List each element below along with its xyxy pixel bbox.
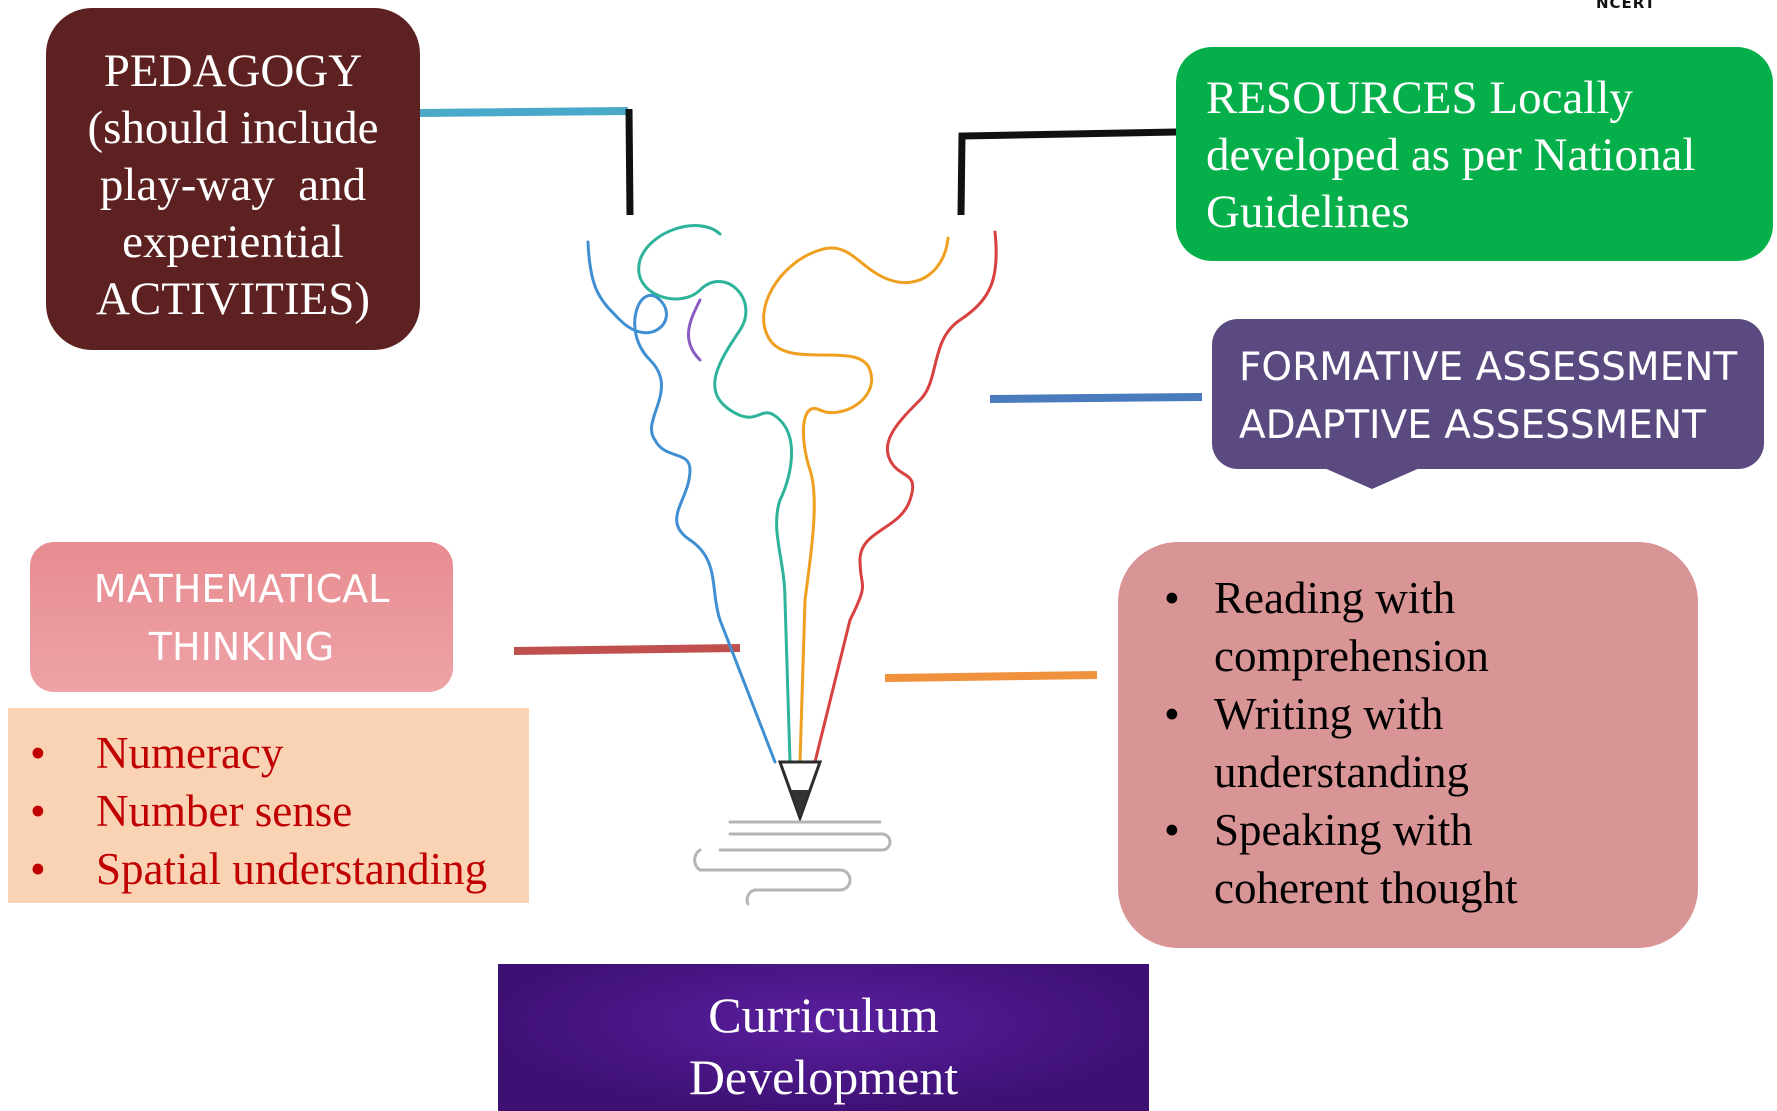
math-connector xyxy=(513,644,741,655)
list-item: • Speaking with coherent thought xyxy=(1158,801,1698,917)
list-item-line-1: Writing with xyxy=(1214,689,1444,739)
bullet-icon: • xyxy=(1164,573,1180,623)
blue-scribble xyxy=(586,240,777,764)
bullet-icon: • xyxy=(1164,689,1180,739)
list-item-text: Number sense xyxy=(96,786,353,836)
teal-scribble xyxy=(637,224,794,764)
list-item-line-2: understanding xyxy=(1214,747,1469,797)
list-item: • Spatial understanding xyxy=(30,840,529,898)
pedagogy-line-4: experiential xyxy=(122,216,344,268)
list-item-line-2: comprehension xyxy=(1214,631,1489,681)
list-item: • Writing with understanding xyxy=(1158,685,1698,801)
resources-line-1: RESOURCES Locally xyxy=(1206,72,1633,124)
list-item: • Numeracy xyxy=(30,724,529,782)
list-item-line-2: coherent thought xyxy=(1214,863,1518,913)
numeracy-list-box: • Numeracy • Number sense • Spatial unde… xyxy=(8,708,529,903)
literacy-connector xyxy=(884,671,1098,682)
resources-line-2: developed as per National xyxy=(1206,129,1696,181)
resources-box: RESOURCES Locally developed as per Natio… xyxy=(1176,47,1773,261)
pedagogy-connector xyxy=(419,107,629,117)
curriculum-development-box: Curriculum Development xyxy=(498,964,1149,1111)
scribble-lines xyxy=(586,224,998,764)
mathematical-thinking-box: MATHEMATICAL THINKING xyxy=(30,542,453,692)
bullet-icon: • xyxy=(30,728,46,778)
list-item: • Number sense xyxy=(30,782,529,840)
connector-lines xyxy=(419,107,1203,682)
orange-scribble xyxy=(762,236,950,764)
list-item-text: Spatial understanding xyxy=(96,844,488,894)
assessment-callout-pointer xyxy=(1322,467,1422,489)
resources-line-3: Guidelines xyxy=(1206,186,1410,238)
ncert-logo: NCERT xyxy=(1596,0,1686,14)
curriculum-line-2: Development xyxy=(688,1049,959,1105)
math-line-1: MATHEMATICAL xyxy=(93,567,390,611)
pedagogy-line-3: play-way and xyxy=(99,159,367,211)
curriculum-line-1: Curriculum xyxy=(708,987,939,1043)
resources-connector xyxy=(957,128,1177,216)
pencil-icon xyxy=(777,760,823,823)
list-item-text: Numeracy xyxy=(96,728,284,778)
pedagogy-connector-drop xyxy=(625,108,634,216)
writing-lines-icon xyxy=(693,820,892,906)
ncert-logo-text: NCERT xyxy=(1596,0,1656,12)
assessment-line-1: FORMATIVE ASSESSMENT xyxy=(1239,345,1738,390)
assessment-box: FORMATIVE ASSESSMENT ADAPTIVE ASSESSMENT xyxy=(1212,319,1764,469)
numeracy-list: • Numeracy • Number sense • Spatial unde… xyxy=(30,724,529,898)
list-item-line-1: Speaking with xyxy=(1214,805,1473,855)
pedagogy-line-2: (should include xyxy=(87,102,379,154)
purple-scribble xyxy=(686,298,702,362)
bullet-icon: • xyxy=(1164,805,1180,855)
pedagogy-line-5: ACTIVITIES) xyxy=(95,273,371,325)
math-line-2: THINKING xyxy=(148,625,335,669)
assessment-line-2: ADAPTIVE ASSESSMENT xyxy=(1239,403,1706,448)
literacy-list-box: • Reading with comprehension • Writing w… xyxy=(1118,542,1698,948)
bullet-icon: • xyxy=(30,786,46,836)
red-scribble xyxy=(813,230,998,764)
list-item-line-1: Reading with xyxy=(1214,573,1456,623)
pedagogy-box: PEDAGOGY (should include play-way and ex… xyxy=(46,8,420,350)
list-item: • Reading with comprehension xyxy=(1158,569,1698,685)
assessment-connector xyxy=(989,393,1203,403)
literacy-list: • Reading with comprehension • Writing w… xyxy=(1158,569,1698,917)
bullet-icon: • xyxy=(30,844,46,894)
pedagogy-line-1: PEDAGOGY xyxy=(103,45,363,97)
